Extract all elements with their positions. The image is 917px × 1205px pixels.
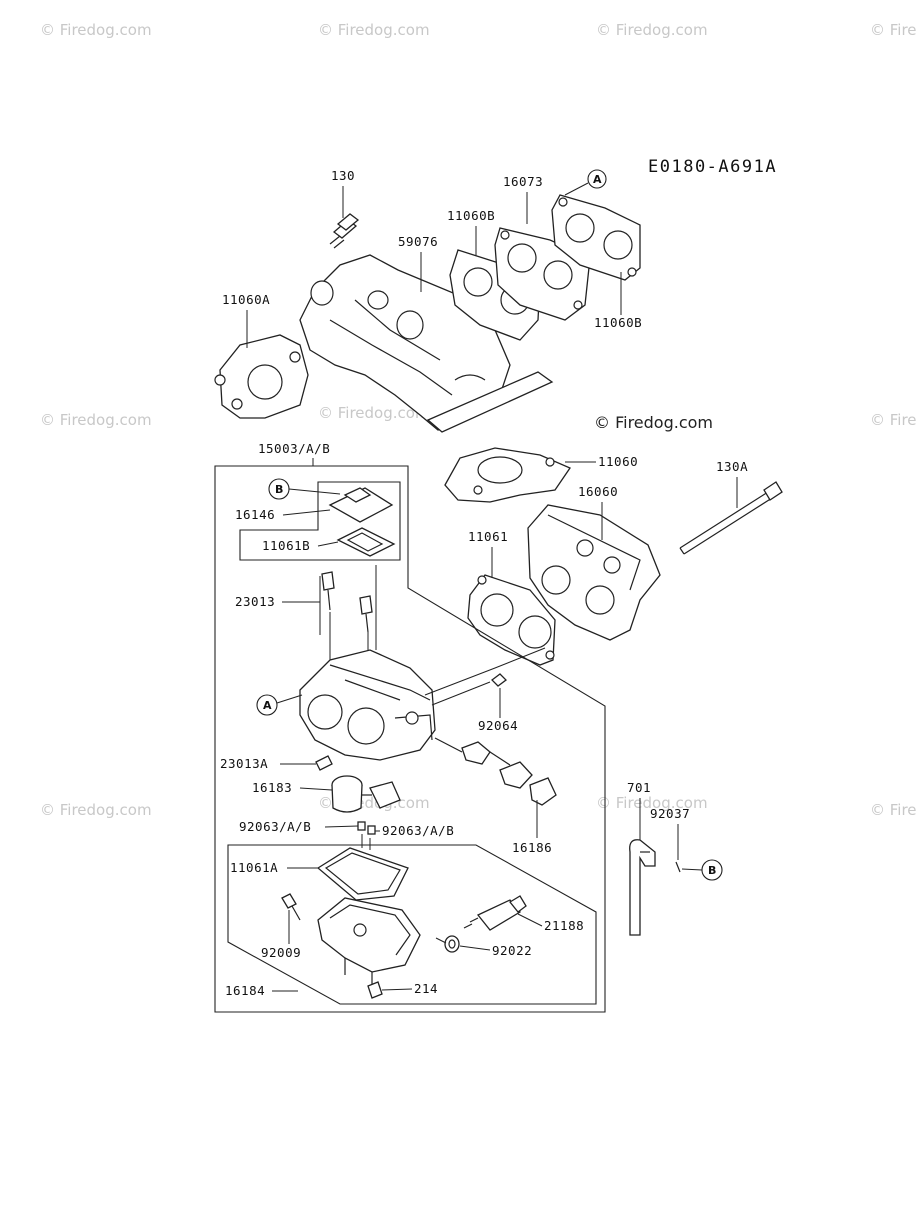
bolt-130A-part: [679, 481, 783, 555]
label-16146: 16146: [235, 507, 275, 522]
gasket-11061B-part: [336, 527, 396, 557]
gasket-11061-part: [467, 574, 556, 666]
label-11060B-top: 11060B: [447, 208, 495, 223]
callout-a-left: [256, 694, 278, 716]
leader-214: [381, 988, 413, 991]
label-15003: 15003/A/B: [258, 441, 330, 456]
clip-92063-part: [357, 821, 376, 835]
jet-23013A-part: [315, 755, 333, 771]
label-23013: 23013: [235, 594, 275, 609]
label-21188: 21188: [544, 918, 584, 933]
leader-callout-b-right: [681, 868, 703, 871]
label-11061A: 11061A: [230, 860, 278, 875]
leader-callout-a-top: [564, 182, 589, 196]
leader-16183: [299, 787, 333, 791]
spacer-16060-part: [527, 504, 661, 641]
leader-callout-b-left: [288, 488, 341, 495]
callout-b-left-label: B: [275, 483, 283, 496]
gasket-11060A-part: [214, 334, 309, 419]
label-23013A: 23013A: [220, 756, 268, 771]
float-bowl-16184-part: [317, 897, 421, 985]
label-16186: 16186: [512, 840, 552, 855]
leader-carb-to-11061: [424, 647, 546, 696]
label-59076: 59076: [398, 234, 438, 249]
screw-214-part: [367, 981, 383, 999]
washer-92022-part: [444, 935, 460, 953]
label-11060B-right: 11060B: [594, 315, 642, 330]
leader-92022: [459, 945, 491, 951]
callout-a-left-label: A: [263, 699, 272, 712]
gasket-11061A-part: [316, 847, 409, 901]
watermark: © Firedog.com: [870, 801, 917, 819]
callout-b-right-label: B: [708, 864, 716, 877]
label-92009: 92009: [261, 945, 301, 960]
screw-92009-part: [281, 893, 301, 921]
cover-16146-part: [328, 487, 394, 523]
watermark: © Firedog.com: [40, 411, 152, 429]
watermark: © Firedog.com: [596, 21, 708, 39]
leader-21188: [517, 913, 543, 927]
leader-92063-left: [324, 825, 359, 828]
label-92063-left: 92063/A/B: [239, 819, 311, 834]
leader-92022-bowl: [435, 937, 447, 944]
label-92022: 92022: [492, 943, 532, 958]
watermark: © Firedog.com: [318, 404, 430, 422]
float-subassembly-box: [239, 481, 401, 561]
leader-11061B: [317, 541, 339, 547]
bolt-130-part: [329, 213, 360, 249]
leader-92064-to-carb: [431, 681, 491, 706]
watermark: © Firedog.com: [40, 21, 152, 39]
watermark: © Firedog.com: [318, 21, 430, 39]
label-701: 701: [627, 780, 651, 795]
copyright-text: © Firedog.com: [594, 413, 713, 432]
label-92063-right: 92063/A/B: [382, 823, 454, 838]
gasket-11060-part: [444, 447, 571, 503]
label-16060: 16060: [578, 484, 618, 499]
screw-92064-part: [491, 673, 507, 687]
label-16073: 16073: [503, 174, 543, 189]
watermark: © Firedog.com: [596, 794, 708, 812]
label-11061B: 11061B: [262, 538, 310, 553]
callout-a-top: [587, 169, 607, 189]
hose-701-part: [629, 839, 656, 936]
label-16184: 16184: [225, 983, 265, 998]
label-214: 214: [414, 981, 438, 996]
watermark-group: © Firedog.com © Firedog.com © Firedog.co…: [40, 21, 917, 819]
callout-a-top-label: A: [593, 173, 602, 186]
label-11060: 11060: [598, 454, 638, 469]
float-16183-part: [331, 775, 401, 813]
clip-92037-part: [675, 861, 681, 873]
label-130: 130: [331, 168, 355, 183]
callout-b-right: [701, 859, 723, 881]
float-bowl-box: [227, 844, 597, 1005]
label-92064: 92064: [478, 718, 518, 733]
choke-16186-part: [434, 737, 557, 806]
label-130A: 130A: [716, 459, 748, 474]
leader-16146: [282, 509, 331, 516]
label-16183: 16183: [252, 780, 292, 795]
carburetor-assembly-box: [214, 465, 606, 1013]
leader-clip-to-gasket: [361, 834, 371, 850]
carburetor-body-part: [299, 649, 436, 761]
diagram-code: E0180-A691A: [648, 157, 777, 177]
label-11060A: 11060A: [222, 292, 270, 307]
watermark: © Firedog.com: [870, 411, 917, 429]
watermark: © Firedog.com: [40, 801, 152, 819]
solenoid-21188-part: [463, 895, 527, 931]
watermark: © Firedog.com: [870, 21, 917, 39]
label-92037: 92037: [650, 806, 690, 821]
jet-23013-part: [319, 565, 377, 690]
label-11061: 11061: [468, 529, 508, 544]
leader-callout-a-left: [276, 694, 303, 704]
gasket-11060B-right-part: [551, 194, 641, 281]
